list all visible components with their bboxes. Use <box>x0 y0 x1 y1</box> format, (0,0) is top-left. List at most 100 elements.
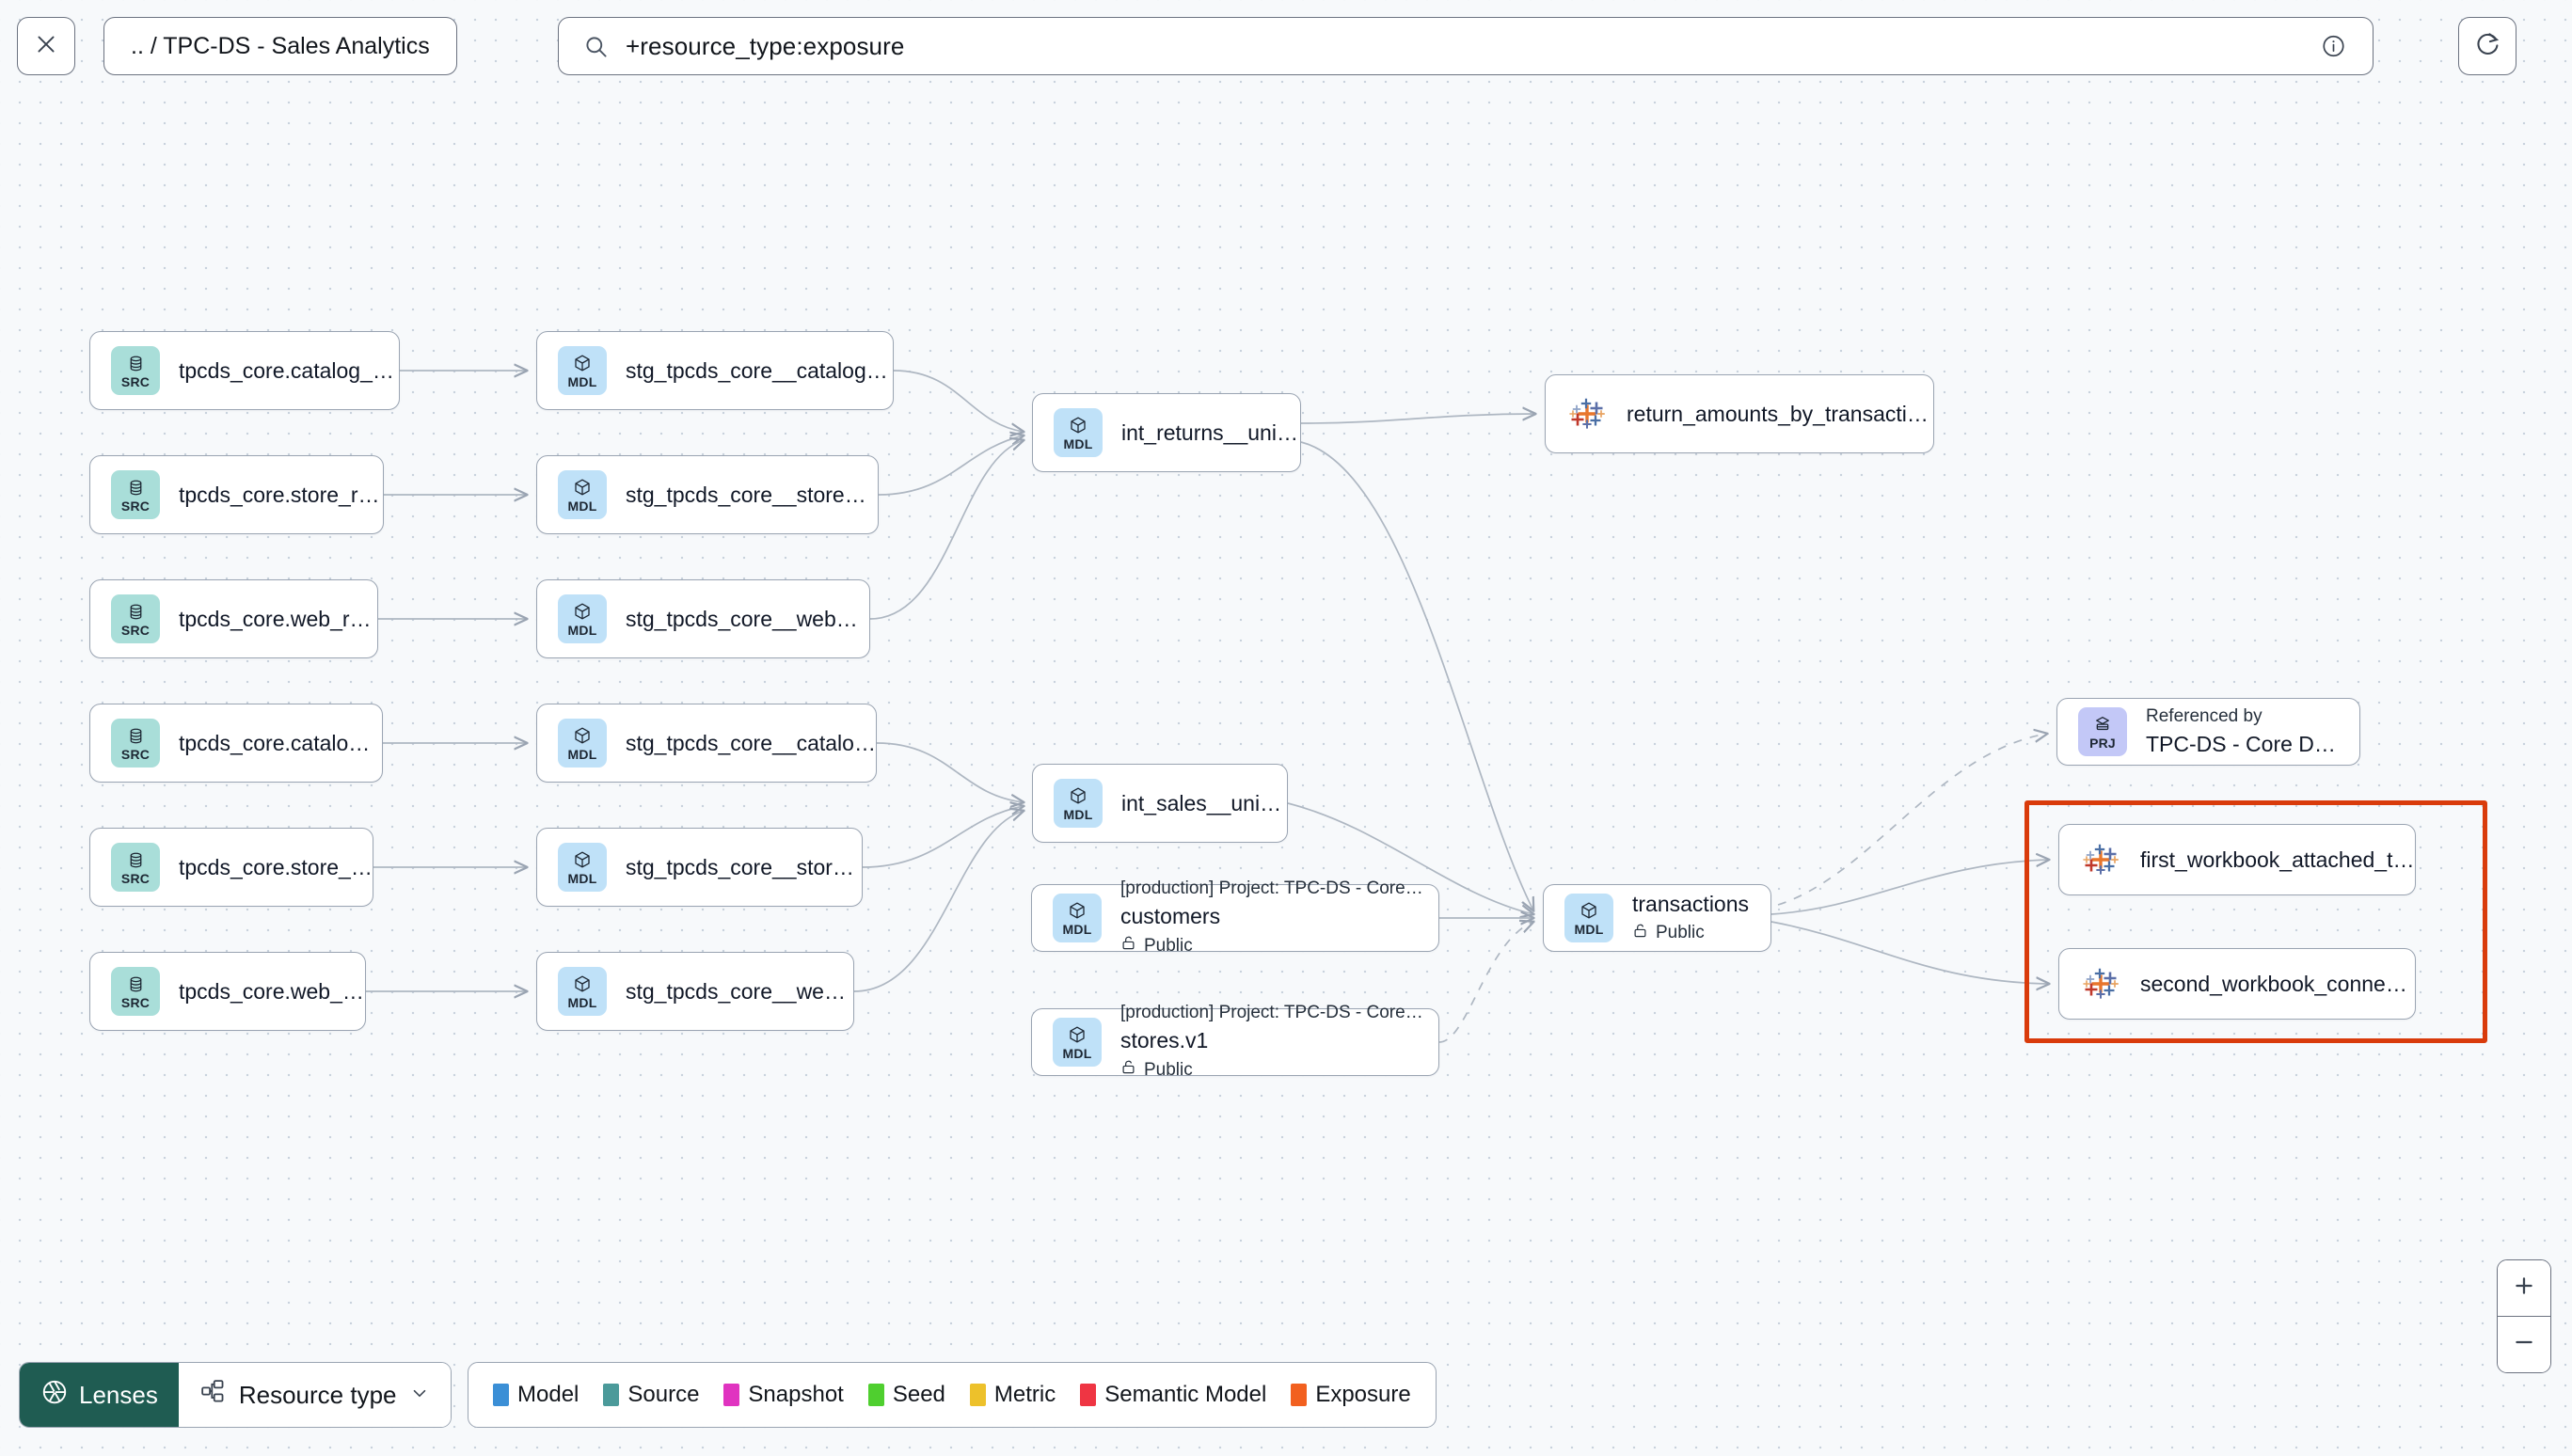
cube-icon <box>1069 415 1088 435</box>
database-icon <box>127 973 145 994</box>
model-badge: MDL <box>1054 408 1103 457</box>
breadcrumb[interactable]: .. / TPC-DS - Sales Analytics <box>103 17 457 75</box>
lenses-button[interactable]: Lenses <box>20 1363 179 1427</box>
cube-icon <box>573 849 592 870</box>
source-badge: SRC <box>111 470 160 519</box>
refresh-button[interactable] <box>2458 17 2516 75</box>
graph-node-mdl-int-returns-unioned[interactable]: MDL int_returns__unioned <box>1032 393 1301 472</box>
project-icon <box>2093 714 2112 735</box>
tableau-workbook-icon <box>2080 963 2121 1005</box>
search-box[interactable]: +resource_type:exposure <box>558 17 2374 75</box>
close-icon <box>34 32 58 61</box>
source-badge: SRC <box>111 719 160 768</box>
cube-icon <box>573 973 592 994</box>
badge-label: MDL <box>567 747 597 762</box>
unlock-icon <box>1120 934 1136 957</box>
graph-node-mdl-stores-v1[interactable]: MDL[production] Project: TPC-DS - Core D… <box>1031 1003 1439 1080</box>
lens-group: Lenses Resource type <box>19 1362 452 1428</box>
node-label: stores.v1 <box>1120 1028 1209 1052</box>
model-badge: MDL <box>1053 1018 1102 1067</box>
graph-node-mdl-stg-catalog-returns[interactable]: MDL stg_tpcds_core__catalog_returns <box>536 331 894 410</box>
badge-label: MDL <box>567 374 597 389</box>
database-icon <box>127 725 145 746</box>
node-label: tpcds_core.catalog_returns <box>179 357 399 383</box>
badge-label: PRJ <box>2089 736 2116 751</box>
project-badge: PRJ <box>2078 707 2127 756</box>
model-badge: MDL <box>558 594 607 643</box>
node-label: tpcds_core.catalog_sales <box>179 730 382 755</box>
node-label: stg_tpcds_core__catalog_returns <box>626 357 893 383</box>
legend-swatch <box>1291 1384 1308 1406</box>
close-button[interactable] <box>17 17 75 75</box>
badge-label: MDL <box>1063 807 1093 822</box>
legend-item-semantic-model[interactable]: Semantic Model <box>1080 1382 1266 1408</box>
graph-node-exp-first-workbook[interactable]: first_workbook_attached_to_tpc-ds_-_… <box>2058 824 2416 895</box>
badge-label: MDL <box>567 871 597 886</box>
node-label: tpcds_core.web_sales <box>179 978 365 1004</box>
zoom-in-button[interactable] <box>2498 1260 2550 1316</box>
graph-node-exp-return-amounts[interactable]: return_amounts_by_transaction_type <box>1545 374 1934 453</box>
graph-node-mdl-customers[interactable]: MDL[production] Project: TPC-DS - Core D… <box>1031 878 1439 956</box>
search-icon <box>583 34 609 59</box>
model-badge: MDL <box>558 967 607 1016</box>
search-input[interactable]: +resource_type:exposure <box>626 31 905 60</box>
node-visibility: Public <box>1120 1058 1425 1082</box>
node-label: int_sales__unioned <box>1121 790 1287 815</box>
node-label: tpcds_core.store_returns <box>179 482 383 507</box>
badge-label: SRC <box>120 374 151 389</box>
legend-item-source[interactable]: Source <box>603 1382 699 1408</box>
tableau-workbook-icon <box>1566 393 1608 435</box>
node-label: stg_tpcds_core__store_sales <box>626 854 862 879</box>
model-badge: MDL <box>558 346 607 395</box>
bottom-bar: Lenses Resource type Model Source Snapshot… <box>0 1336 2572 1456</box>
cube-icon <box>573 601 592 622</box>
node-visibility: Public <box>1632 922 1749 945</box>
legend-label: Source <box>627 1382 700 1407</box>
resource-type-button[interactable]: Resource type <box>178 1363 451 1427</box>
model-badge: MDL <box>558 719 607 768</box>
info-icon[interactable] <box>2321 34 2346 59</box>
legend-label: Seed <box>892 1382 945 1407</box>
legend-label: Snapshot <box>748 1382 844 1407</box>
minus-icon <box>2512 1330 2536 1359</box>
legend-label: Semantic Model <box>1104 1382 1267 1407</box>
node-subtitle: Referenced by <box>2146 706 2262 726</box>
graph-node-src-catalog-returns[interactable]: SRC tpcds_core.catalog_returns <box>89 331 400 410</box>
graph-node-src-catalog-sales[interactable]: SRC tpcds_core.catalog_sales <box>89 704 383 783</box>
legend-item-exposure[interactable]: Exposure <box>1291 1382 1411 1408</box>
node-label: int_returns__unioned <box>1121 419 1300 445</box>
database-icon <box>127 849 145 870</box>
badge-label: SRC <box>120 995 151 1010</box>
legend-item-metric[interactable]: Metric <box>969 1382 1056 1408</box>
graph-node-src-store-returns[interactable]: SRC tpcds_core.store_returns <box>89 455 384 534</box>
chevron-down-icon <box>409 1381 430 1410</box>
source-badge: SRC <box>111 843 160 892</box>
model-badge: MDL <box>558 470 607 519</box>
tableau-workbook-icon <box>2080 839 2121 880</box>
node-label: first_workbook_attached_to_tpc-ds_-_… <box>2140 847 2415 872</box>
graph-node-mdl-stg-store-sales[interactable]: MDL stg_tpcds_core__store_sales <box>536 828 863 907</box>
legend-item-snapshot[interactable]: Snapshot <box>723 1382 844 1408</box>
database-icon <box>127 601 145 622</box>
legend-item-seed[interactable]: Seed <box>867 1382 945 1408</box>
graph-node-src-web-sales[interactable]: SRC tpcds_core.web_sales <box>89 952 366 1031</box>
node-label: transactions <box>1632 891 1750 916</box>
graph-node-exp-second-workbook[interactable]: second_workbook_connected_to_live… <box>2058 948 2416 1020</box>
aperture-icon <box>40 1378 69 1413</box>
zoom-out-button[interactable] <box>2498 1316 2550 1372</box>
legend-label: Model <box>517 1382 579 1407</box>
legend-swatch <box>603 1384 620 1406</box>
badge-label: SRC <box>120 747 151 762</box>
graph-node-mdl-int-sales-unioned[interactable]: MDL int_sales__unioned <box>1032 764 1288 843</box>
legend-item-model[interactable]: Model <box>493 1382 579 1408</box>
badge-label: MDL <box>1062 1046 1092 1061</box>
badge-label: MDL <box>1063 436 1093 451</box>
